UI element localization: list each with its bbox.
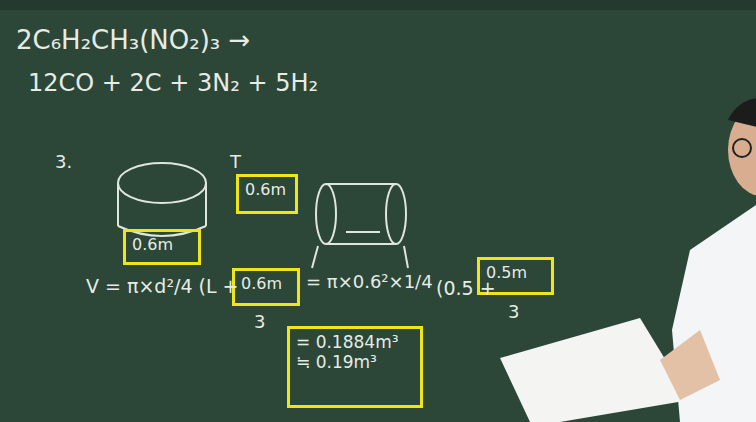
teacher-figure [660,98,756,422]
chalk-writing: 2C₆H₂CH₃(NO₂)₃ → [16,26,250,55]
chalk-text: = 0.1884m³ [296,333,414,353]
paper-sheet [500,318,690,422]
highlight-box: = 0.1884m³≒ 0.19m³ [287,326,423,408]
highlight-box: 0.6m [123,229,201,265]
chalk-writing: 12CO + 2C + 3N₂ + 5H₂ [28,70,318,96]
chalk-text: 0.6m [245,181,289,199]
highlight-box: 0.6m [232,268,300,306]
chalk-text: 0.6m [241,275,291,293]
chalk-writing: T [230,152,241,172]
board-frame [0,0,756,10]
chalk-text: ≒ 0.19m³ [296,353,414,373]
tank-sketch [312,184,408,268]
chalk-writing: 3 [254,312,265,332]
chalk-text: 0.6m [132,236,192,254]
chalk-writing: V = π×d²/4 (L + [86,276,239,297]
cylinder-sketch [118,163,206,236]
chalk-writing: 3 [508,302,519,322]
chalk-writing: 3. [55,152,72,172]
chalk-writing: = π×0.6²×1/4 [306,272,433,292]
chalk-writing: (0.5 + [436,278,496,299]
highlight-box: 0.6m [236,174,298,214]
